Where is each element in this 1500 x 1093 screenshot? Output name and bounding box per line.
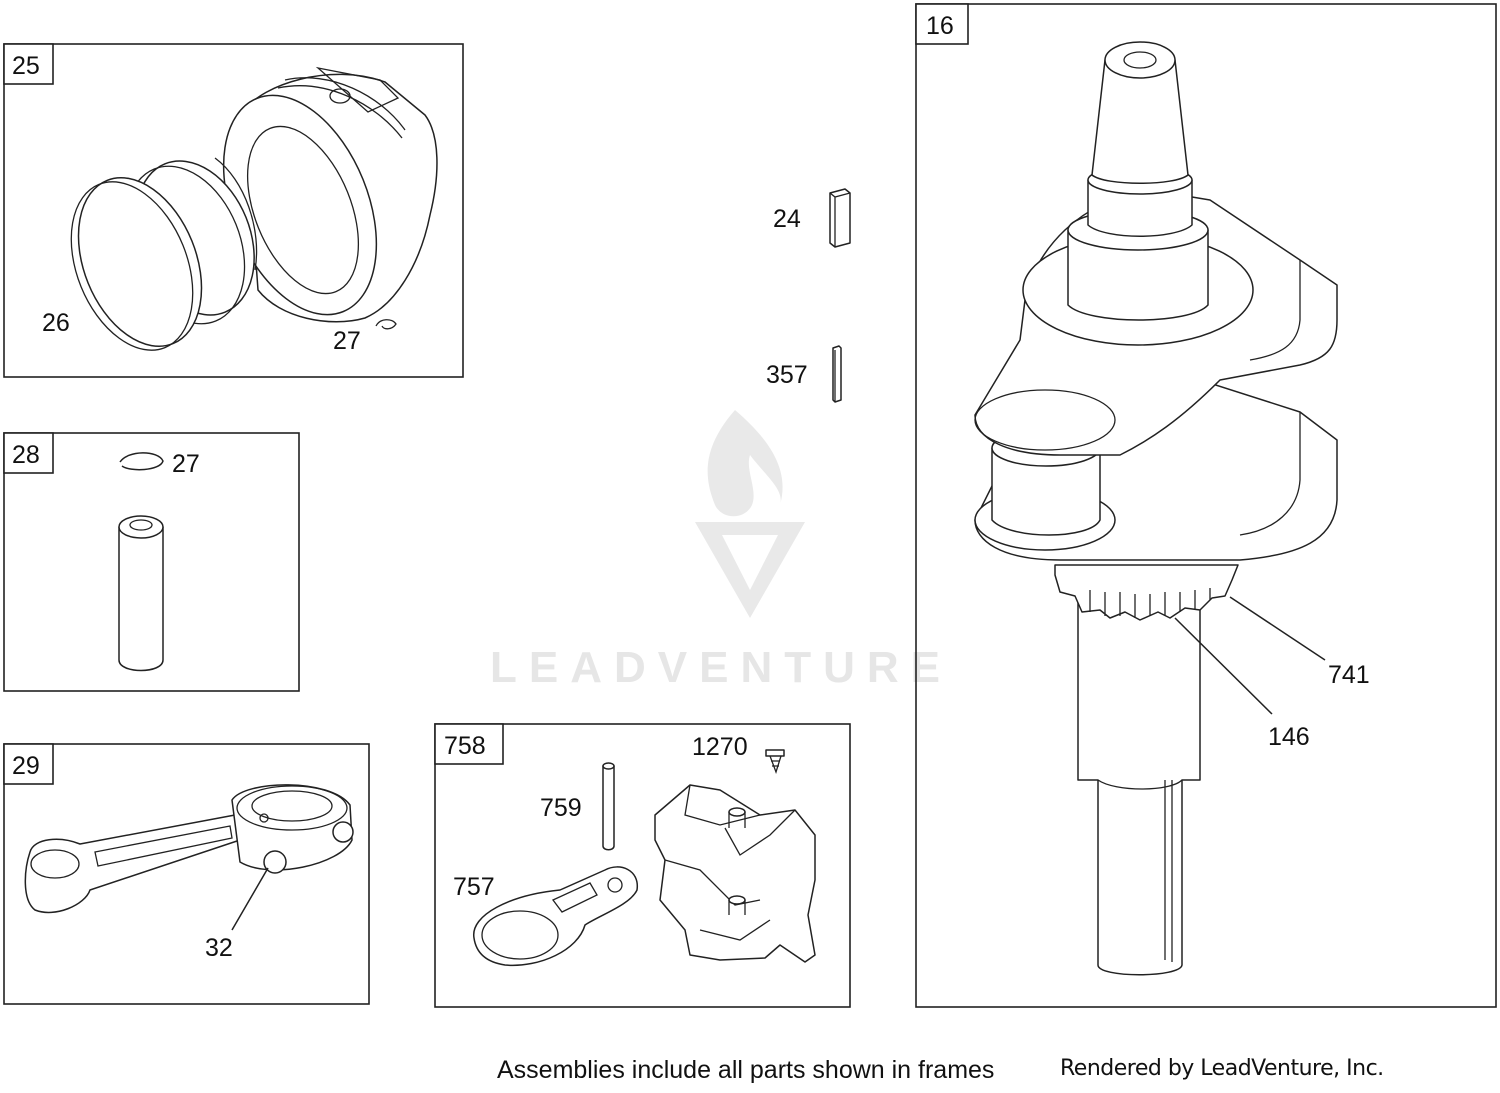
pin-clip-part: [119, 452, 164, 471]
piston-clip-part: [375, 319, 397, 330]
callout-pin-clip: 27: [172, 450, 200, 478]
frame-16-tag: [915, 3, 969, 45]
frame-758-border: [434, 723, 851, 1008]
callout-rod-bolt: 32: [205, 934, 233, 962]
v-logo-watermark-icon: [695, 522, 805, 618]
callout-dowel-key: 357: [766, 361, 808, 389]
crankshaft-part: [974, 41, 1338, 976]
flame-watermark-icon: [707, 410, 783, 517]
callout-pin: 759: [540, 794, 582, 822]
frame-28-label: 28: [12, 441, 40, 469]
callout-gear: 741: [1328, 661, 1370, 689]
piston-ring-set-part: [70, 157, 258, 351]
callout-gear-inner: 146: [1268, 723, 1310, 751]
frame-29-label: 29: [12, 752, 40, 780]
frame-25-border: [3, 43, 464, 378]
piston-pin-part: [118, 515, 164, 672]
piston-part: [222, 66, 438, 323]
governor-bracket-part: [654, 784, 816, 963]
governor-link-part: [473, 866, 638, 967]
callout-flywheel-key: 24: [773, 205, 801, 233]
watermark-text: LEADVENTURE: [490, 643, 952, 692]
leader-gear-inner: [1174, 617, 1273, 715]
callout-screw: 1270: [692, 733, 748, 761]
frame-28: 28 27: [3, 432, 300, 692]
frame-16: 16: [915, 3, 1497, 1008]
frame-25-label: 25: [12, 52, 40, 80]
callout-piston-clip: 27: [333, 327, 361, 355]
frame-16-label: 16: [926, 12, 954, 40]
frame-29: 29 32: [3, 743, 370, 1005]
frame-25-tag: [3, 43, 54, 85]
frame-25: 25 26 27: [3, 43, 464, 378]
leadventure-watermark: LEADVENTURE: [490, 410, 952, 692]
frame-29-tag: [3, 743, 54, 785]
frame-758-tag: [434, 723, 504, 765]
frame-28-border: [3, 432, 300, 692]
dowel-key-part: [832, 345, 842, 403]
frame-758: 758 1270 759 757: [434, 723, 851, 1008]
leader-gear: [1229, 596, 1326, 661]
frame-29-border: [3, 743, 370, 1005]
frame-16-border: [915, 3, 1497, 1008]
flywheel-key-part: [829, 188, 851, 248]
render-credit: Rendered by LeadVenture, Inc.: [1060, 1056, 1384, 1081]
frame-758-label: 758: [444, 732, 486, 760]
screw-part: [765, 749, 785, 775]
leader-rod-bolt: [231, 867, 269, 931]
connecting-rod-part: [24, 784, 354, 914]
frame-28-tag: [3, 432, 54, 474]
assembly-note: Assemblies include all parts shown in fr…: [497, 1056, 995, 1084]
callout-link: 757: [453, 873, 495, 901]
callout-ring-set: 26: [42, 309, 70, 337]
pin-part: [602, 762, 615, 851]
